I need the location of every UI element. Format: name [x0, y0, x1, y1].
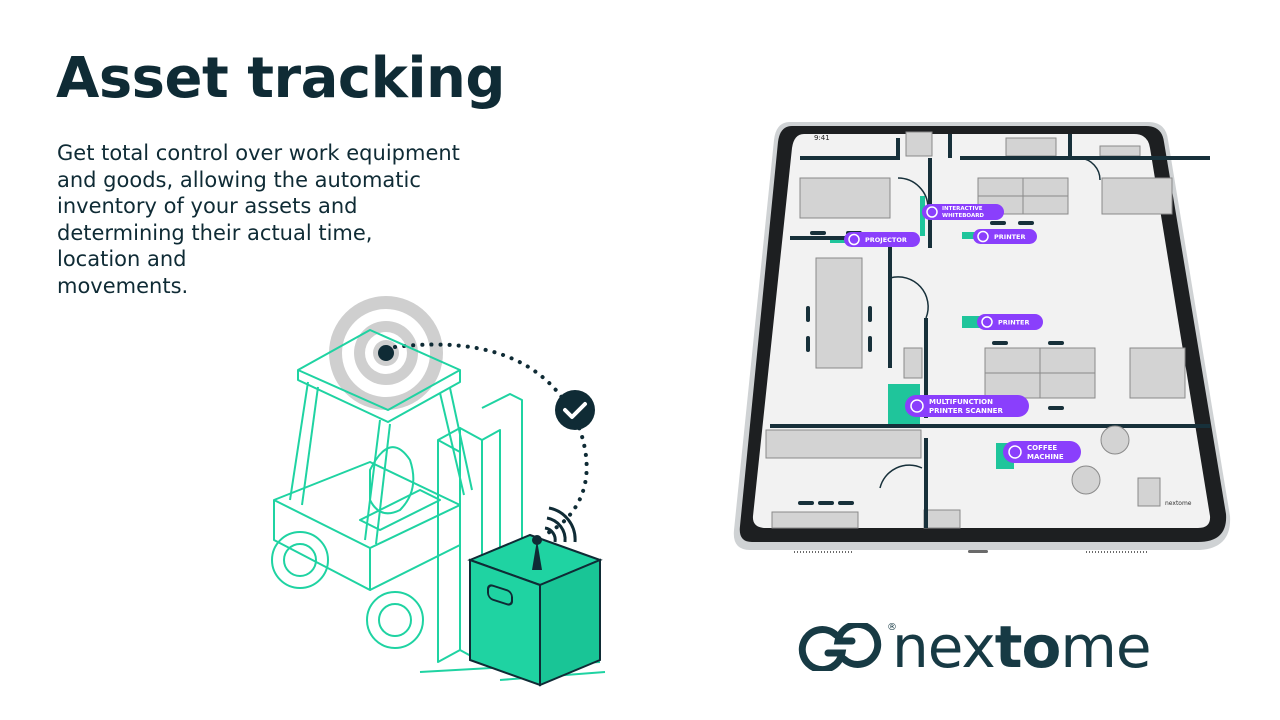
pin-printer-1[interactable]: PRINTER — [973, 229, 1037, 244]
map-watermark: nextome — [1165, 500, 1192, 507]
description-line: Get total control over work equipment — [57, 141, 460, 165]
registered-mark: ® — [887, 622, 897, 633]
svg-text:PROJECTOR: PROJECTOR — [865, 236, 907, 244]
svg-text:MULTIFUNCTION: MULTIFUNCTION — [929, 398, 993, 406]
description-line: inventory of your assets and — [57, 194, 358, 218]
pin-multifunction[interactable]: MULTIFUNCTION PRINTER SCANNER — [905, 395, 1029, 417]
svg-text:MACHINE: MACHINE — [1027, 453, 1064, 461]
forklift-illustration — [271, 296, 606, 687]
pin-interactive-whiteboard[interactable]: INTERACTIVE WHITEBOARD — [922, 204, 1004, 220]
svg-text:WHITEBOARD: WHITEBOARD — [942, 213, 984, 219]
pin-coffee-machine[interactable]: COFFEE MACHINE — [1003, 441, 1081, 463]
description: Get total control over work equipment an… — [57, 140, 527, 299]
beacon-icon — [532, 506, 577, 570]
svg-text:PRINTER SCANNER: PRINTER SCANNER — [929, 407, 1003, 415]
pin-projector[interactable]: PROJECTOR — [844, 232, 920, 247]
signal-rings-icon — [329, 296, 443, 410]
description-line: movements. — [57, 273, 189, 298]
page-title: Asset tracking — [56, 46, 506, 111]
description-line: and goods, allowing the automatic — [57, 167, 421, 192]
forklift-outline — [271, 329, 606, 681]
description-line: determining their actual time, — [57, 220, 373, 245]
check-icon — [555, 390, 595, 430]
nextome-wordmark: nextome — [892, 613, 1152, 681]
svg-text:INTERACTIVE: INTERACTIVE — [942, 206, 983, 212]
nextome-logo-icon — [798, 623, 882, 671]
nextome-logo: ® nextome — [792, 612, 1152, 682]
description-line: location and — [57, 247, 187, 271]
tablet-floor-plan: 9:41 — [733, 122, 1231, 553]
svg-text:PRINTER: PRINTER — [994, 233, 1026, 241]
svg-text:PRINTER: PRINTER — [998, 319, 1030, 327]
svg-text:COFFEE: COFFEE — [1027, 444, 1057, 452]
tracking-path — [393, 342, 589, 537]
pin-printer-2[interactable]: PRINTER — [977, 314, 1043, 330]
status-time: 9:41 — [814, 134, 830, 142]
